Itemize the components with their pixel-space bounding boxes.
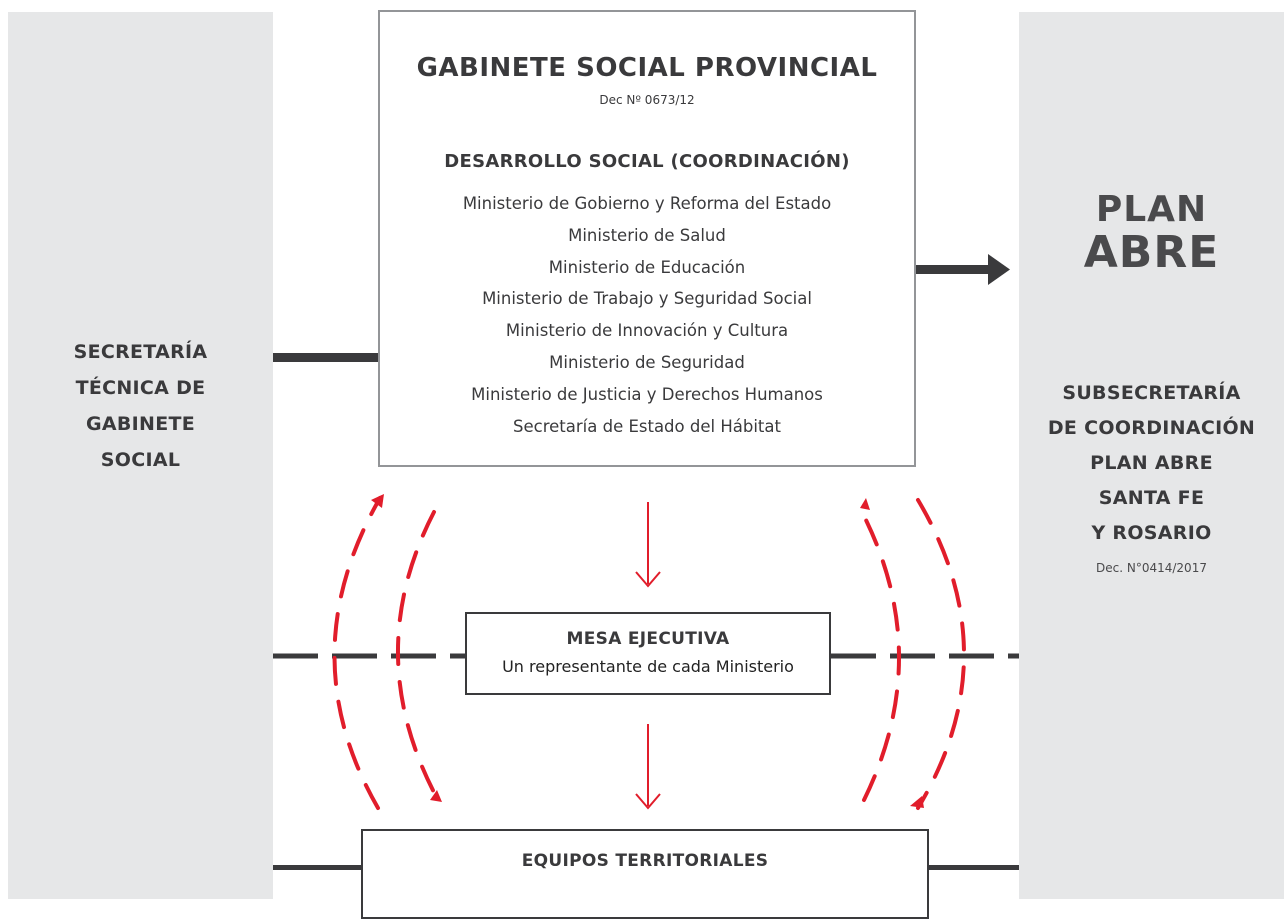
feedback-arrow-right-inner: [860, 510, 901, 802]
coordination-title: DESARROLLO SOCIAL (COORDINACIÓN): [444, 151, 850, 172]
logo-line-plan: PLAN: [1095, 189, 1208, 230]
arrowhead-right-icon: [988, 254, 1010, 285]
feedback-arrow-right-outer: [916, 498, 966, 810]
right-panel: PLAN ABRE SUBSECRETARÍA DE COORDINACIÓN …: [1019, 12, 1284, 899]
ministry-item: Ministerio de Gobierno y Reforma del Est…: [462, 194, 832, 213]
left-title-line: TÉCNICA DE: [75, 377, 206, 399]
ministry-item: Secretaría de Estado del Hábitat: [513, 416, 781, 436]
mesa-ejecutiva-box: MESA EJECUTIVA Un representante de cada …: [465, 612, 831, 695]
arrowhead-icon: [430, 790, 442, 802]
connector-left-gabinete: [273, 353, 379, 362]
ministry-item: Ministerio de Seguridad: [549, 352, 745, 372]
ministry-item: Ministerio de Innovación y Cultura: [505, 321, 789, 341]
left-title-line: GABINETE: [85, 413, 196, 435]
left-title-line: SECRETARÍA: [73, 341, 208, 363]
gabinete-title: GABINETE SOCIAL PROVINCIAL: [416, 53, 878, 83]
ministry-item: Ministerio de Salud: [568, 225, 726, 245]
subsecretaria-title: SUBSECRETARÍA DE COORDINACIÓN PLAN ABRE …: [1019, 376, 1284, 551]
arrowhead-icon: [371, 494, 384, 508]
arrowhead-icon: [860, 498, 870, 510]
down-arrow-icon: [635, 724, 661, 810]
arrowhead-icon: [910, 796, 924, 808]
connector-gabinete-plan: [916, 265, 990, 274]
right-title-line: Y ROSARIO: [1091, 522, 1212, 544]
left-title-line: SOCIAL: [100, 449, 181, 471]
right-title-line: SANTA FE: [1098, 487, 1205, 509]
secretaria-tecnica-title: SECRETARÍA TÉCNICA DE GABINETE SOCIAL: [8, 334, 273, 478]
right-title-line: SUBSECRETARÍA: [1062, 382, 1241, 404]
down-arrow-icon: [635, 502, 661, 588]
ministries-list: Ministerio de Gobierno y Reforma del Est…: [380, 188, 914, 442]
ministry-item: Ministerio de Educación: [548, 257, 746, 277]
feedback-arrow-left-inner: [396, 510, 440, 802]
ministry-item: Ministerio de Justicia y Derechos Humano…: [471, 384, 823, 404]
logo-line-abre: ABRE: [1083, 227, 1220, 278]
connector-left-equipos: [273, 865, 362, 870]
ministry-item: Ministerio de Trabajo y Seguridad Social: [482, 289, 812, 309]
mesa-subtitle: Un representante de cada Ministerio: [502, 657, 794, 676]
right-title-line: DE COORDINACIÓN: [1047, 417, 1256, 439]
gabinete-decree: Dec Nº 0673/12: [599, 93, 695, 107]
connector-right-equipos: [928, 865, 1019, 870]
equipos-title: EQUIPOS TERRITORIALES: [521, 851, 769, 871]
plan-abre-logo: PLAN ABRE: [1019, 190, 1284, 276]
gabinete-box: GABINETE SOCIAL PROVINCIAL Dec Nº 0673/1…: [378, 10, 916, 467]
feedback-arrow-left-outer: [332, 496, 382, 810]
right-title-line: PLAN ABRE: [1090, 452, 1213, 474]
subsecretaria-decree: Dec. N°0414/2017: [1096, 561, 1207, 575]
mesa-title: MESA EJECUTIVA: [566, 629, 730, 649]
equipos-territoriales-box: EQUIPOS TERRITORIALES: [361, 829, 929, 919]
left-panel: SECRETARÍA TÉCNICA DE GABINETE SOCIAL: [8, 12, 273, 899]
